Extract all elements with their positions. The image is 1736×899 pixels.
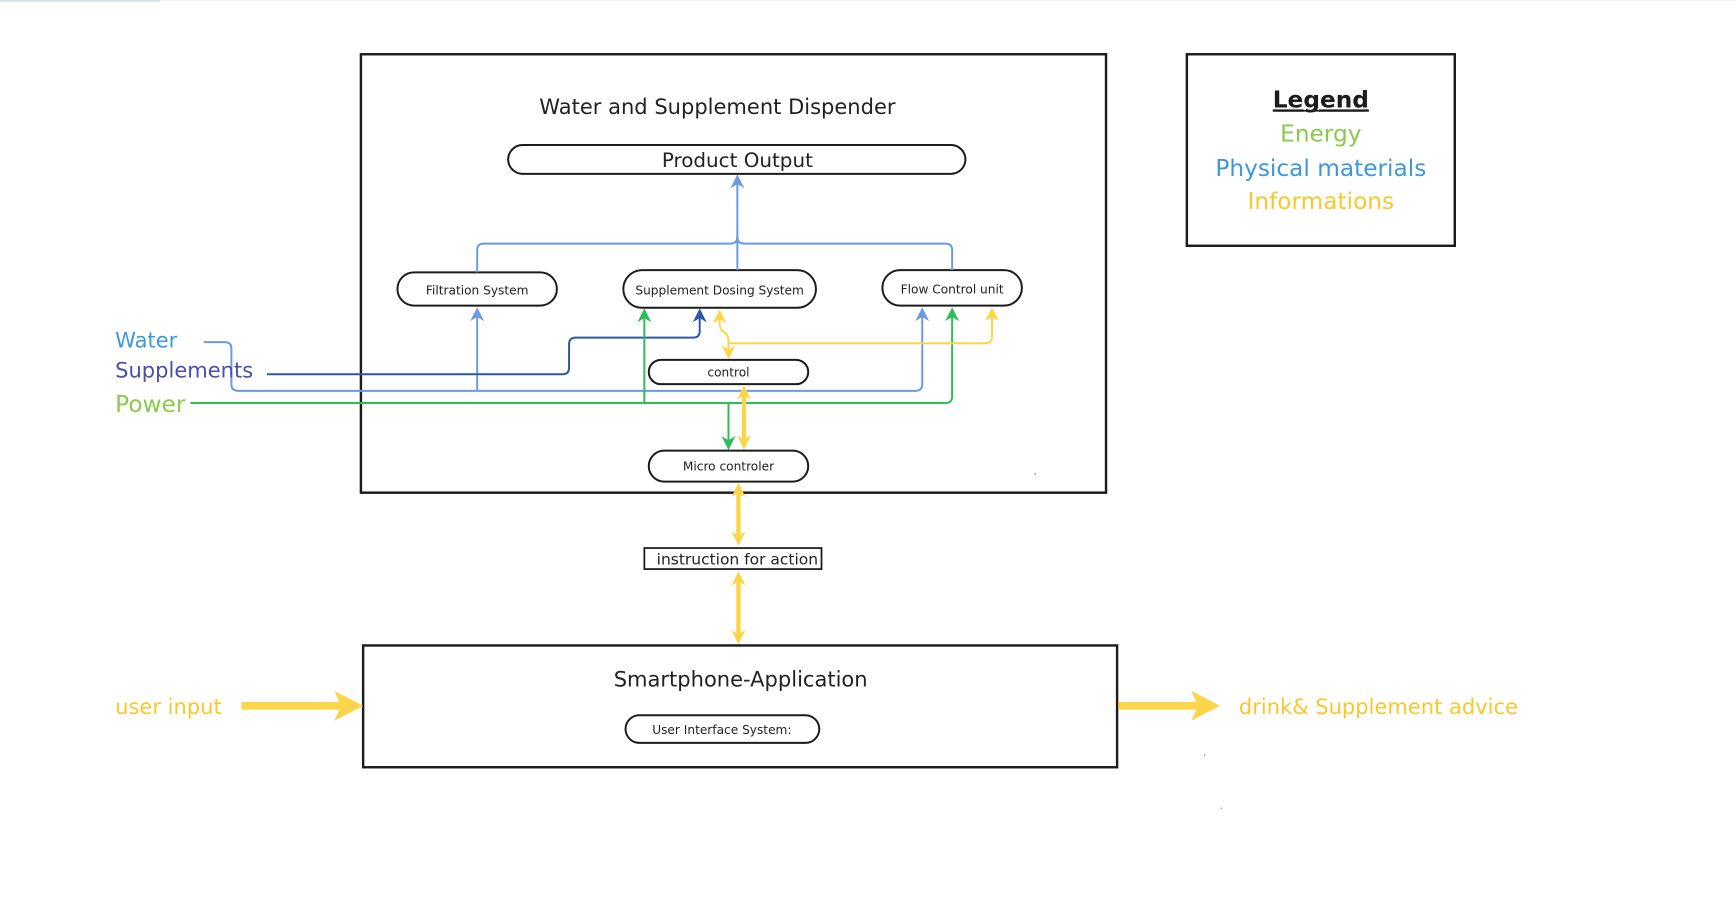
legend-box — [1185, 53, 1457, 248]
stray-dot — [1034, 473, 1036, 475]
microcontroller-node[interactable] — [647, 449, 810, 483]
user-interface-label: User Interface System: — [652, 723, 791, 737]
legend-item-informations: Informations — [1248, 188, 1395, 215]
user-input-label: user input — [115, 694, 222, 719]
user-interface-node[interactable] — [624, 714, 821, 744]
microcontroller-label: Micro controler — [683, 460, 774, 474]
supplement-dosing-node[interactable] — [622, 269, 817, 309]
stray-dot — [1203, 754, 1206, 756]
user-input-arrow — [241, 690, 364, 721]
legend-title: Legend — [1273, 86, 1369, 113]
stray-dot — [1220, 807, 1222, 809]
control-to-flow-info-arrow — [728, 307, 999, 345]
top-edge-line — [160, 0, 1736, 1]
advice-output-label: drink& Supplement advice — [1239, 694, 1518, 719]
dispenser-title: Water and Supplement Dispender — [539, 94, 896, 119]
supplement-dosing-label: Supplement Dosing System — [635, 284, 804, 298]
filtration-system-label: Filtration System — [426, 284, 529, 298]
water-input-label: Water — [115, 328, 177, 353]
supplements-input-label: Supplements — [115, 358, 253, 383]
legend-item-physical-materials: Physical materials — [1215, 155, 1426, 182]
supplements-input-line — [266, 308, 707, 376]
water-input-line — [203, 307, 930, 392]
legend-item-energy: Energy — [1280, 121, 1362, 148]
smartphone-app-box — [361, 644, 1119, 769]
power-input-line — [190, 307, 960, 404]
control-node[interactable] — [647, 358, 810, 386]
dosing-control-info-arrow — [712, 309, 736, 360]
top-edge-bar — [0, 0, 160, 2]
advice-output-arrow — [1118, 690, 1221, 721]
product-output-node[interactable] — [507, 144, 967, 175]
flow-control-label: Flow Control unit — [901, 282, 1004, 296]
power-input-label: Power — [115, 391, 186, 418]
product-output-label: Product Output — [662, 149, 813, 172]
smartphone-app-title: Smartphone-Application — [614, 666, 868, 691]
instruction-box[interactable] — [643, 547, 823, 570]
control-label: control — [707, 365, 749, 379]
instruction-label: instruction for action — [657, 551, 818, 569]
